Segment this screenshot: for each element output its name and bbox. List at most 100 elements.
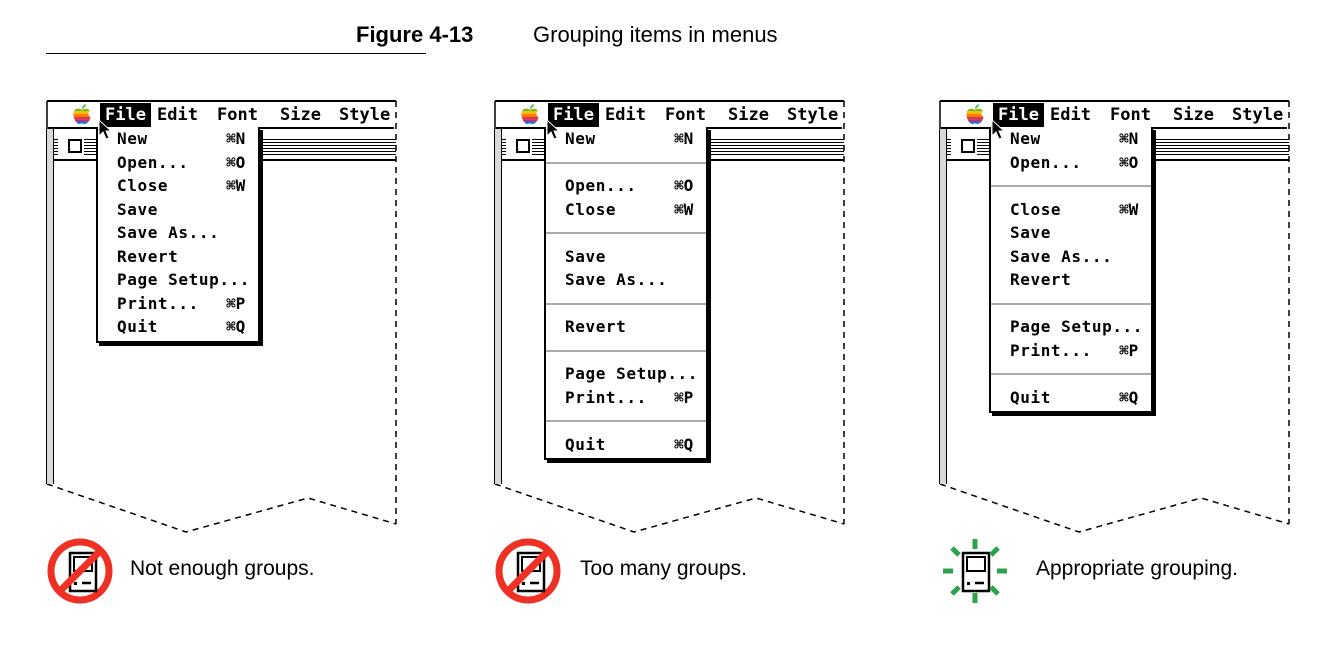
menu-item[interactable]: Print...⌘P <box>98 292 258 316</box>
menu-item-label: Open... <box>1010 152 1082 172</box>
menu-item-shortcut: ⌘Q <box>674 434 694 454</box>
menu-item[interactable]: Revert <box>991 268 1151 292</box>
menu-item[interactable]: Page Setup... <box>546 362 706 386</box>
menu-bar: File Edit Font Size Style <box>48 101 394 127</box>
menu-separator <box>546 292 706 316</box>
menu-item[interactable]: New⌘N <box>98 127 258 151</box>
apple-logo-icon[interactable] <box>965 103 985 125</box>
menu-item-shortcut: ⌘O <box>226 152 246 172</box>
menu-title-font[interactable]: Font <box>665 105 706 125</box>
menu-separator <box>546 221 706 245</box>
menu-item[interactable]: Quit⌘Q <box>546 433 706 457</box>
menu-item-shortcut: ⌘W <box>226 176 246 195</box>
menu-item[interactable]: Print...⌘P <box>546 386 706 410</box>
panel-caption: Appropriate grouping. <box>1036 557 1238 580</box>
menu-item-label: Quit <box>1010 387 1051 407</box>
menu-title-edit[interactable]: Edit <box>605 105 646 125</box>
prohibited-icon <box>47 538 113 604</box>
menu-item-shortcut: ⌘O <box>1119 152 1139 172</box>
menu-title-size[interactable]: Size <box>280 105 321 125</box>
close-box[interactable] <box>68 139 82 153</box>
apple-logo-icon[interactable] <box>72 103 92 125</box>
menu-item[interactable]: Save As... <box>98 221 258 245</box>
menu-item-shortcut: ⌘N <box>226 129 246 148</box>
menu-separator <box>991 292 1151 316</box>
figure-number: Figure 4-13 <box>356 22 474 47</box>
menu-item[interactable]: Save <box>98 198 258 222</box>
menu-item-label: Page Setup... <box>1010 317 1144 336</box>
menu-title-font[interactable]: Font <box>217 105 258 125</box>
arrow-cursor-icon <box>546 119 561 140</box>
menu-title-size[interactable]: Size <box>1173 105 1214 125</box>
menu-item[interactable]: Close⌘W <box>546 198 706 222</box>
close-box[interactable] <box>961 139 975 153</box>
approved-icon <box>943 539 1007 603</box>
menu-title-edit[interactable]: Edit <box>1050 105 1091 125</box>
menu-title-file[interactable]: File <box>548 103 599 127</box>
menu-title-size[interactable]: Size <box>728 105 769 125</box>
figure-caption: Grouping items in menus <box>533 22 778 47</box>
menu-item-label: Open... <box>117 152 189 172</box>
menu-bar: File Edit Font Size Style <box>496 101 842 127</box>
menu-item[interactable]: Close ⌘W <box>98 174 258 198</box>
menu-item[interactable]: Page Setup... <box>991 315 1151 339</box>
menu-item[interactable]: Revert <box>546 315 706 339</box>
menu-item-label: Revert <box>1010 270 1072 289</box>
menu-item[interactable]: Save <box>991 221 1151 245</box>
menu-item-shortcut: ⌘O <box>674 176 694 195</box>
apple-logo-icon[interactable] <box>520 103 540 125</box>
menu-item[interactable]: Save <box>546 245 706 269</box>
menu-title-style[interactable]: Style <box>1232 105 1284 125</box>
menu-item[interactable]: Open... ⌘O <box>98 151 258 175</box>
close-box[interactable] <box>516 139 530 153</box>
menu-item[interactable]: Save As... <box>546 268 706 292</box>
menu-title-edit[interactable]: Edit <box>157 105 198 125</box>
menu-title-file[interactable]: File <box>993 103 1044 127</box>
menu-item-label: Page Setup... <box>117 270 251 289</box>
window-left-border <box>494 129 502 484</box>
menu-item-shortcut: ⌘Q <box>1119 387 1139 407</box>
menu-item-label: Save As... <box>565 270 668 289</box>
menu-item-label: Save <box>565 246 606 266</box>
menu-item-label: Page Setup... <box>565 364 699 383</box>
menu-item[interactable]: New⌘N <box>546 127 706 151</box>
menu-item[interactable]: Page Setup... <box>98 268 258 292</box>
menu-item[interactable]: Quit⌘Q <box>98 315 258 339</box>
menu-title-font[interactable]: Font <box>1110 105 1151 125</box>
menu-item[interactable]: New ⌘N <box>991 127 1151 151</box>
menu-item[interactable]: Close⌘W <box>991 198 1151 222</box>
close-box-area <box>58 137 84 157</box>
menu-title-style[interactable]: Style <box>339 105 391 125</box>
menu-separator <box>546 151 706 175</box>
menu-title-file[interactable]: File <box>100 103 151 127</box>
menu-item-label: Save As... <box>117 223 220 242</box>
menu-item[interactable]: Open...⌘O <box>546 174 706 198</box>
prohibited-icon <box>495 538 561 604</box>
menu-item[interactable]: Revert <box>98 245 258 269</box>
menu-title-style[interactable]: Style <box>787 105 839 125</box>
panel-caption: Not enough groups. <box>130 557 315 580</box>
close-box-area <box>951 137 977 157</box>
menu-item[interactable]: Open... ⌘O <box>991 151 1151 175</box>
menu-separator <box>546 339 706 363</box>
menu-item-shortcut: ⌘N <box>1119 129 1139 148</box>
menu-separator <box>991 362 1151 386</box>
menu-item-label: Print... <box>1010 340 1092 360</box>
menu-item[interactable]: Quit ⌘Q <box>991 386 1151 410</box>
menu-item[interactable]: Print... ⌘P <box>991 339 1151 363</box>
menu-item[interactable]: Save As... <box>991 245 1151 269</box>
menu-item-label: Save <box>1010 223 1051 242</box>
menu-item-label: Close <box>1010 199 1062 219</box>
menu-item-shortcut: ⌘P <box>1119 340 1139 360</box>
menu-item-label: Close <box>117 176 169 195</box>
menu-item-label: New <box>1010 129 1041 148</box>
menu-item-shortcut: ⌘N <box>674 129 694 148</box>
menu-item-label: Quit <box>117 317 158 336</box>
menu-item-shortcut: ⌘W <box>674 199 694 219</box>
window-left-border <box>939 129 947 484</box>
